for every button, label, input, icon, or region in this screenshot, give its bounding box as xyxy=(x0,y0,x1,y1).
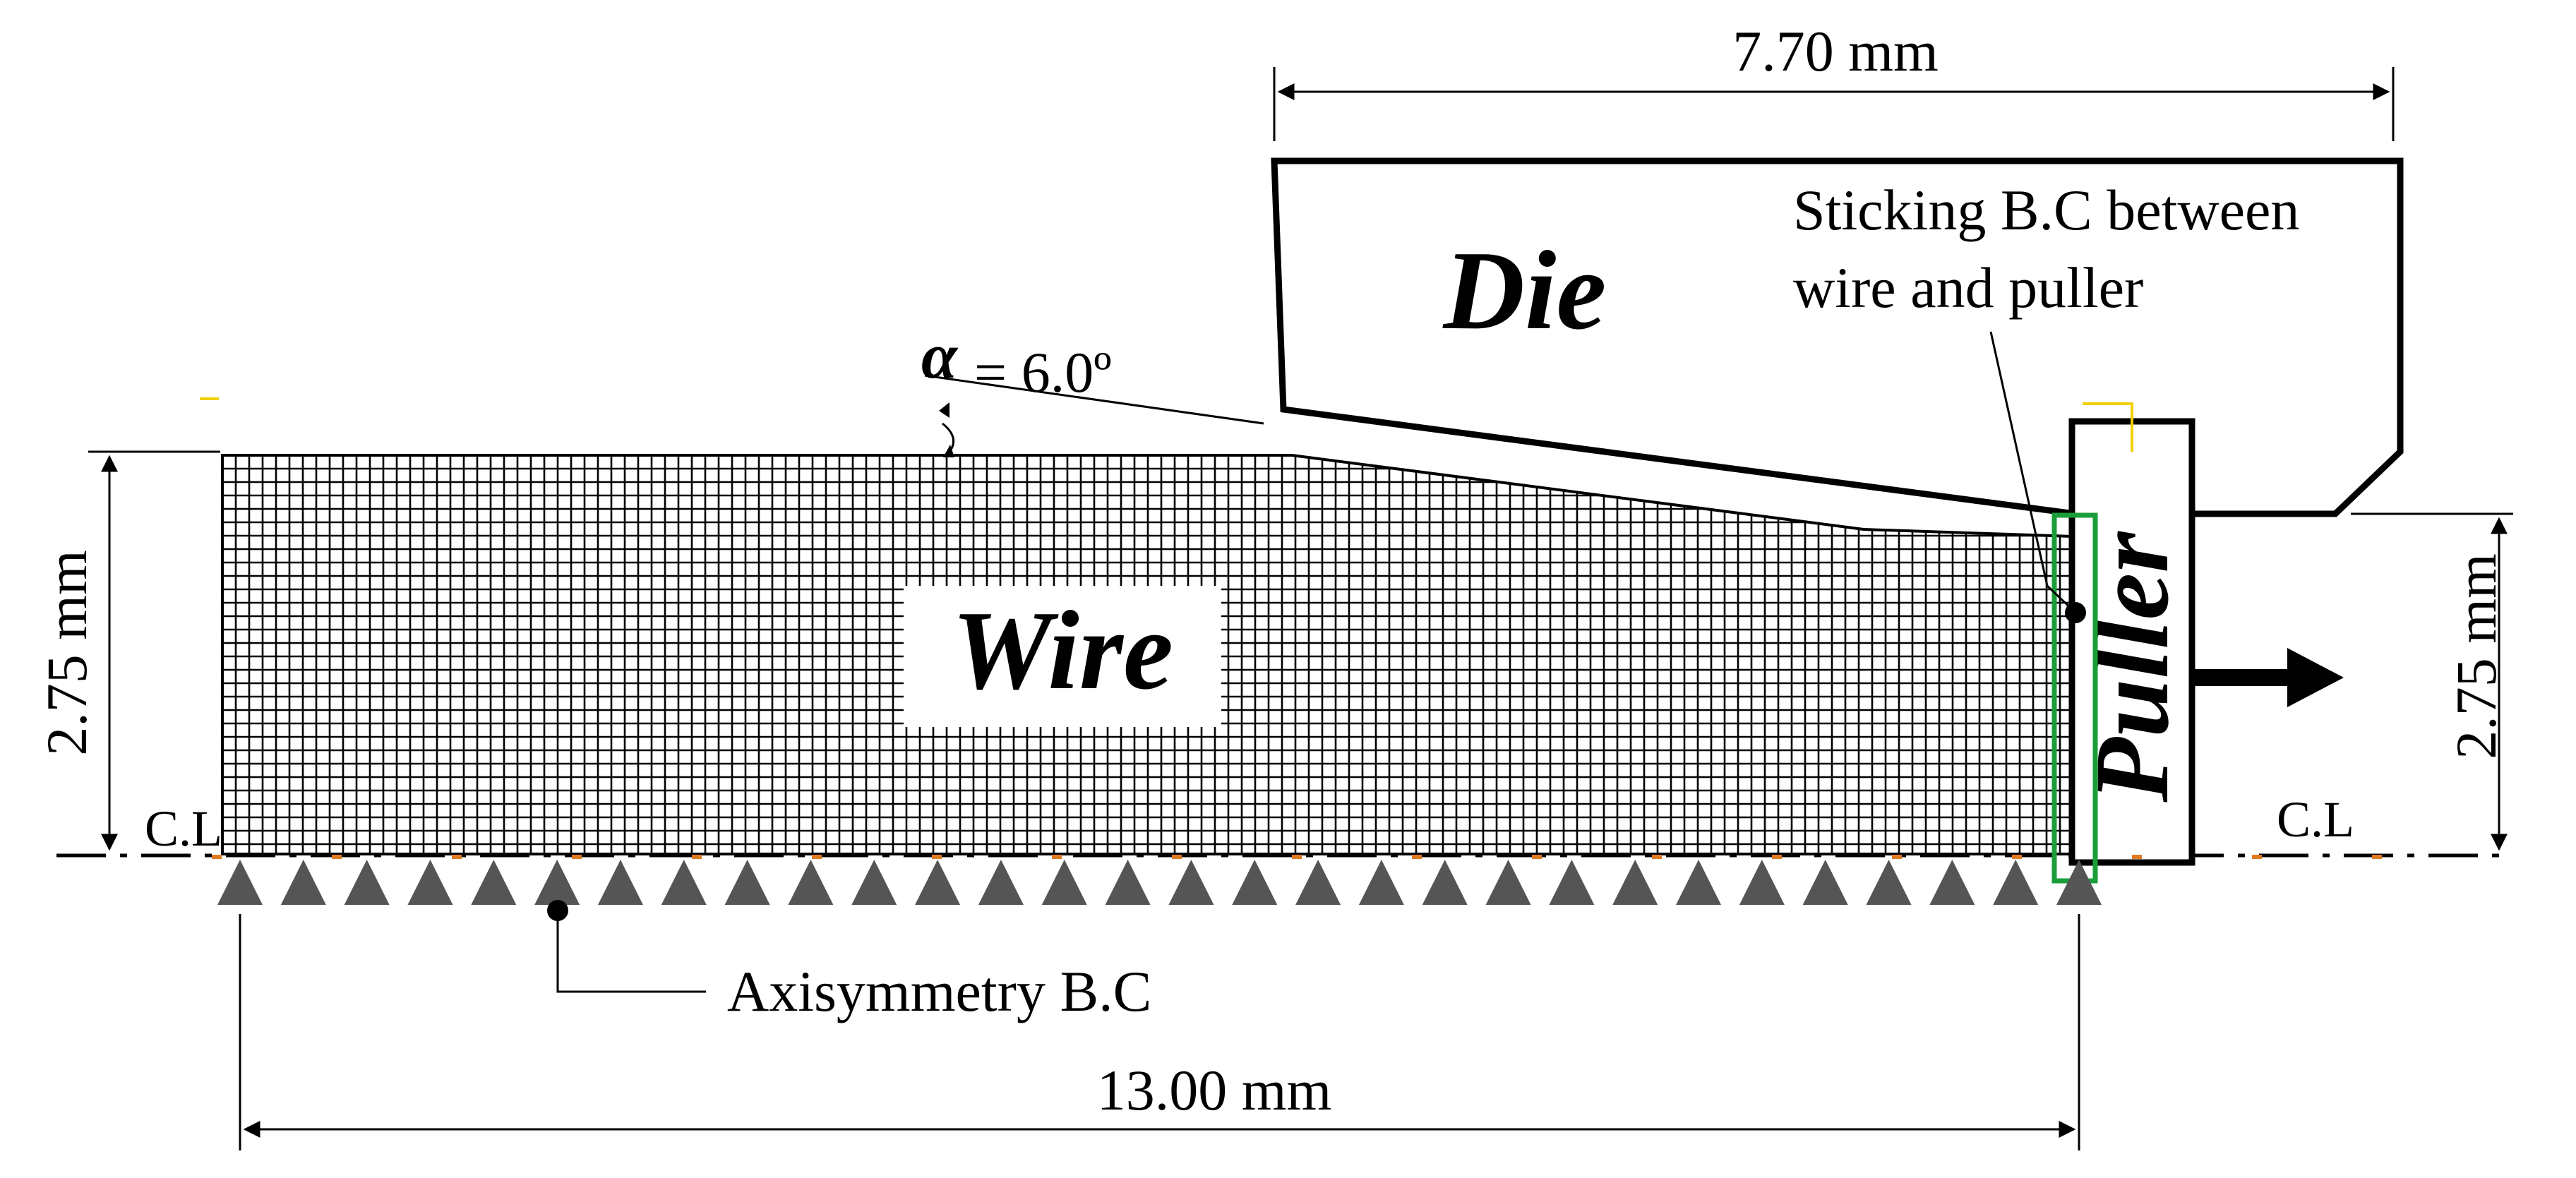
support-triangle xyxy=(1676,860,1722,905)
svg-text:α: α xyxy=(921,320,959,392)
support-triangle xyxy=(851,860,897,905)
pull-direction-arrow-head xyxy=(2287,648,2344,707)
support-triangle xyxy=(1929,860,1975,905)
support-triangle xyxy=(1612,860,1658,905)
wire-label-box: Wire xyxy=(904,586,1221,727)
support-triangle xyxy=(1993,860,2039,905)
puller-label: Puller xyxy=(2073,531,2191,803)
wire-label: Wire xyxy=(952,587,1173,713)
axisymmetry-note: Axisymmetry B.C xyxy=(547,900,1151,1023)
support-triangle xyxy=(534,860,580,905)
svg-text:C.L: C.L xyxy=(145,800,222,857)
axisymmetry-supports xyxy=(217,860,2102,905)
support-triangle xyxy=(471,860,517,905)
support-triangle xyxy=(2056,860,2102,905)
support-triangle xyxy=(217,860,263,905)
support-triangle xyxy=(1739,860,1785,905)
support-triangle xyxy=(1549,860,1595,905)
support-triangle xyxy=(1485,860,1531,905)
support-triangle xyxy=(788,860,834,905)
svg-text:13.00 mm: 13.00 mm xyxy=(1097,1058,1332,1122)
support-triangle xyxy=(1232,860,1278,905)
svg-text:= 6.0º: = 6.0º xyxy=(974,340,1112,404)
support-triangle xyxy=(344,860,390,905)
support-triangle xyxy=(1802,860,1848,905)
svg-text:Sticking B.C between: Sticking B.C between xyxy=(1793,178,2299,242)
support-triangle xyxy=(1422,860,1468,905)
support-triangle xyxy=(1358,860,1404,905)
support-triangle xyxy=(1866,860,1912,905)
support-triangle xyxy=(978,860,1024,905)
support-triangle xyxy=(280,860,326,905)
support-triangle xyxy=(915,860,961,905)
svg-text:wire and puller: wire and puller xyxy=(1793,256,2143,320)
angle-annotation: α = 6.0º xyxy=(921,320,1264,457)
sticking-bc-note: Sticking B.C between wire and puller xyxy=(1793,178,2299,320)
die-label: Die xyxy=(1442,227,1606,353)
support-triangle xyxy=(1295,860,1341,905)
support-triangle xyxy=(1168,860,1214,905)
support-triangle xyxy=(1041,860,1087,905)
dimension-die-length: 7.70 mm xyxy=(1273,19,2395,141)
support-triangle xyxy=(597,860,643,905)
dimension-right-height: 2.75 mm C.L xyxy=(2277,512,2513,851)
svg-text:7.70 mm: 7.70 mm xyxy=(1732,19,1939,83)
dimension-wire-length: 13.00 mm xyxy=(239,914,2080,1150)
dimension-left-height: 2.75 mm C.L xyxy=(35,450,222,857)
svg-text:C.L: C.L xyxy=(2277,791,2354,848)
support-triangle xyxy=(661,860,707,905)
svg-text:2.75 mm: 2.75 mm xyxy=(35,550,99,756)
svg-text:2.75 mm: 2.75 mm xyxy=(2444,553,2508,759)
support-triangle xyxy=(1105,860,1151,905)
support-triangle xyxy=(724,860,770,905)
svg-text:Axisymmetry B.C: Axisymmetry B.C xyxy=(727,959,1151,1023)
stray-marks xyxy=(200,397,2133,452)
support-triangle xyxy=(407,860,453,905)
